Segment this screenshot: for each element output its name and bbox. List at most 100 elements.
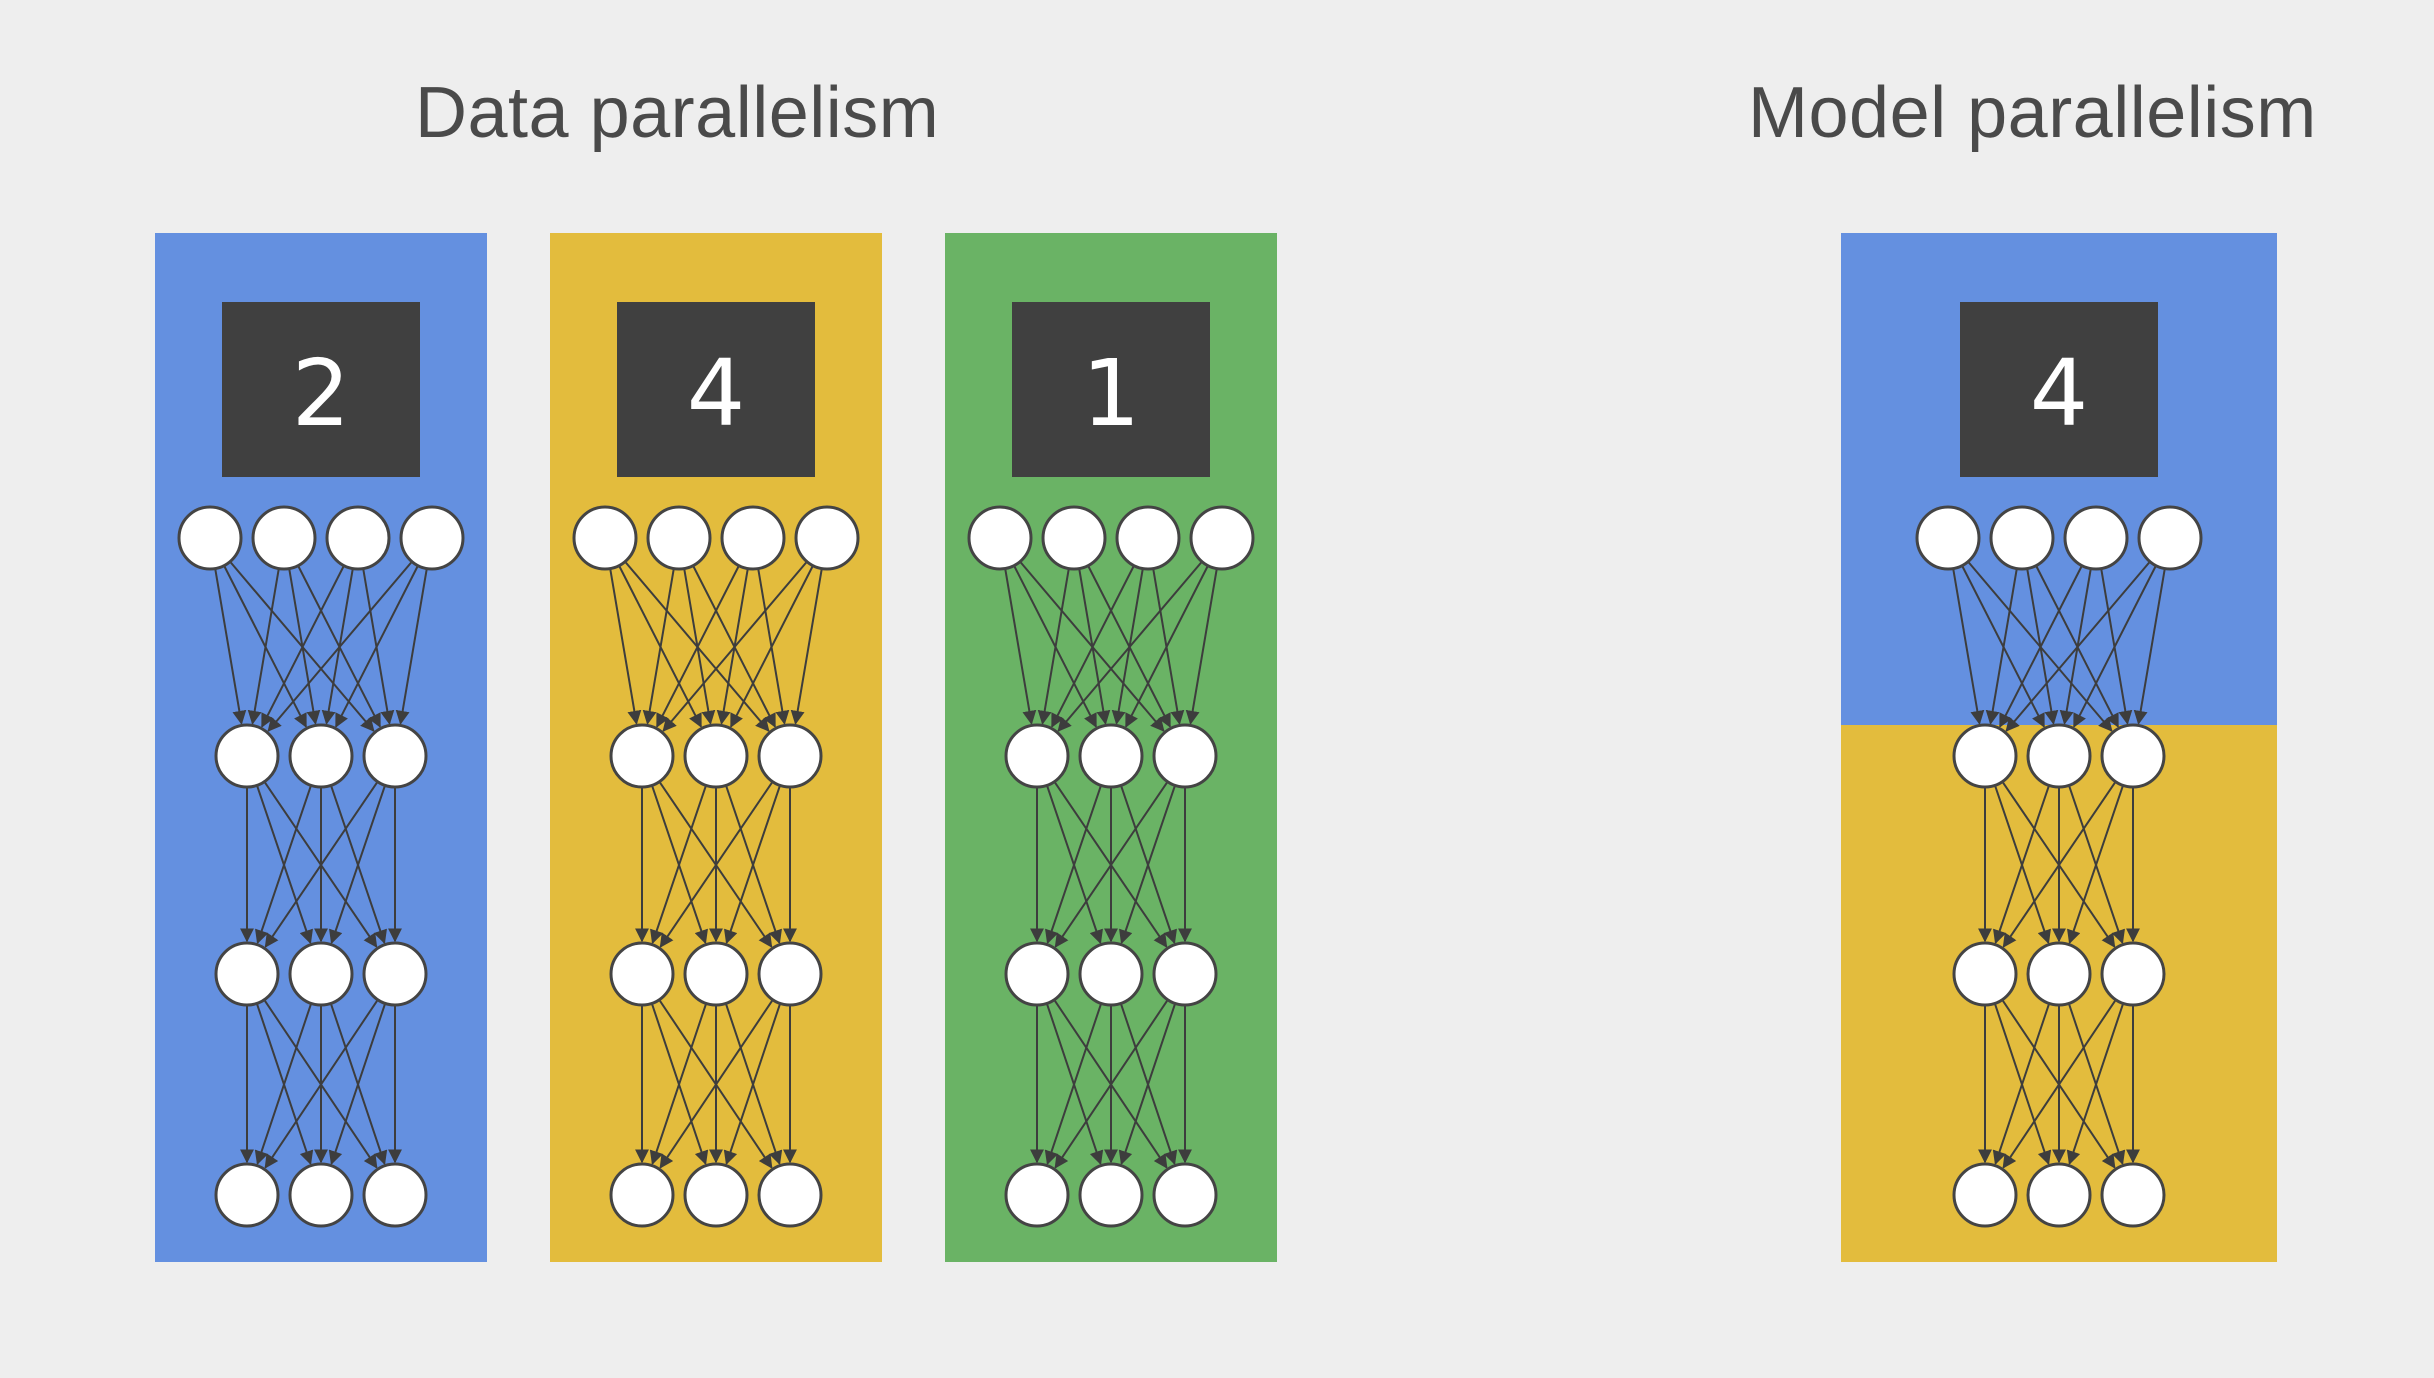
device-count-label: 2: [292, 340, 351, 447]
edge-arrow: [1004, 568, 1037, 725]
neuron-node: [1952, 1162, 2018, 1228]
neuron-node: [1004, 723, 1070, 789]
device-count-label: 4: [687, 340, 746, 447]
neuron-node: [1989, 505, 2055, 571]
edge-arrow: [254, 1003, 313, 1166]
neuron-node: [720, 505, 786, 571]
edge-arrow: [1054, 781, 1169, 948]
edge-arrow: [1999, 565, 2083, 728]
edge-arrow: [649, 1003, 708, 1166]
edge-arrow: [1057, 560, 1203, 732]
neuron-node: [399, 505, 465, 571]
edge-arrow: [247, 568, 280, 725]
neuron-node: [214, 1162, 280, 1228]
neuron-node: [1078, 1162, 1144, 1228]
edge-arrow: [2002, 781, 2117, 948]
panel-data-green: 1: [945, 233, 1277, 1262]
model-parallelism-heading: Model parallelism: [1748, 73, 2317, 153]
neuron-node: [683, 941, 749, 1007]
panel-data-yellow: 4: [550, 233, 882, 1262]
edge-arrow: [335, 565, 419, 728]
neuron-node: [683, 723, 749, 789]
edge-arrow: [1952, 568, 1985, 725]
edge-arrow: [1119, 785, 1176, 945]
data-parallelism-heading: Data parallelism: [415, 73, 940, 153]
neuron-node: [1152, 1162, 1218, 1228]
edge-arrow: [214, 568, 247, 725]
neuron-node: [609, 723, 675, 789]
neuron-node: [2063, 505, 2129, 571]
edge-arrow: [724, 785, 781, 945]
neuron-node: [251, 505, 317, 571]
edges: [609, 560, 823, 1169]
edges: [1952, 560, 2166, 1169]
neuron-node: [214, 723, 280, 789]
neuron-node: [288, 941, 354, 1007]
neuron-node: [1004, 941, 1070, 1007]
device-count-badge: [222, 302, 420, 477]
neuron-node: [288, 1162, 354, 1228]
neuron-node: [609, 941, 675, 1007]
neuron-node: [1115, 505, 1181, 571]
neuron-node: [757, 723, 823, 789]
edge-arrow: [1992, 1003, 2051, 1166]
edge-arrow: [1185, 568, 1218, 725]
neuron-node: [794, 505, 860, 571]
edge-arrow: [328, 1003, 387, 1166]
neuron-node: [1041, 505, 1107, 571]
neuron-node: [1004, 1162, 1070, 1228]
edge-arrow: [1051, 565, 1135, 728]
neuron-node: [967, 505, 1033, 571]
neuron-node: [1189, 505, 1255, 571]
edge-arrow: [1125, 565, 1209, 728]
neuron-node: [1078, 723, 1144, 789]
panel-data-blue: 2: [155, 233, 487, 1262]
neuron-node: [2100, 723, 2166, 789]
neuron-node: [177, 505, 243, 571]
neuron-node: [2137, 505, 2203, 571]
edge-arrow: [1044, 1003, 1103, 1166]
device-count-label: 4: [2030, 340, 2089, 447]
neuron-node: [2100, 941, 2166, 1007]
neuron-node: [757, 1162, 823, 1228]
neuron-node: [362, 941, 428, 1007]
edge-arrow: [2073, 565, 2157, 728]
edge-arrow: [650, 785, 707, 945]
edges: [214, 560, 428, 1169]
edge-arrow: [1993, 785, 2050, 945]
device-count-badge: [1012, 302, 1210, 477]
edge-arrow: [264, 781, 379, 948]
edge-arrow: [609, 568, 642, 725]
neuron-node: [362, 1162, 428, 1228]
neuron-node: [1152, 723, 1218, 789]
neuron-node: [2026, 723, 2092, 789]
edge-arrow: [642, 568, 675, 725]
edge-arrow: [1985, 568, 2018, 725]
neuron-node: [683, 1162, 749, 1228]
neuron-node: [1078, 941, 1144, 1007]
device-count-label: 1: [1082, 340, 1141, 447]
edges: [1004, 560, 1218, 1169]
neuron-node: [2026, 941, 2092, 1007]
neuron-node: [325, 505, 391, 571]
edge-arrow: [2002, 999, 2117, 1169]
edge-arrow: [730, 565, 814, 728]
edge-arrow: [255, 785, 312, 945]
neuron-node: [2100, 1162, 2166, 1228]
neuron-node: [214, 941, 280, 1007]
neuron-node: [1952, 941, 2018, 1007]
edge-arrow: [2133, 568, 2166, 725]
edge-arrow: [1045, 785, 1102, 945]
edge-arrow: [2066, 1003, 2125, 1166]
edge-arrow: [1118, 1003, 1177, 1166]
neuron-node: [646, 505, 712, 571]
neuron-node: [572, 505, 638, 571]
edge-arrow: [656, 565, 740, 728]
edge-arrow: [267, 560, 413, 732]
neuron-node: [609, 1162, 675, 1228]
neuron-node: [362, 723, 428, 789]
neuron-node: [2026, 1162, 2092, 1228]
edge-arrow: [2005, 560, 2151, 732]
neuron-node: [1915, 505, 1981, 571]
